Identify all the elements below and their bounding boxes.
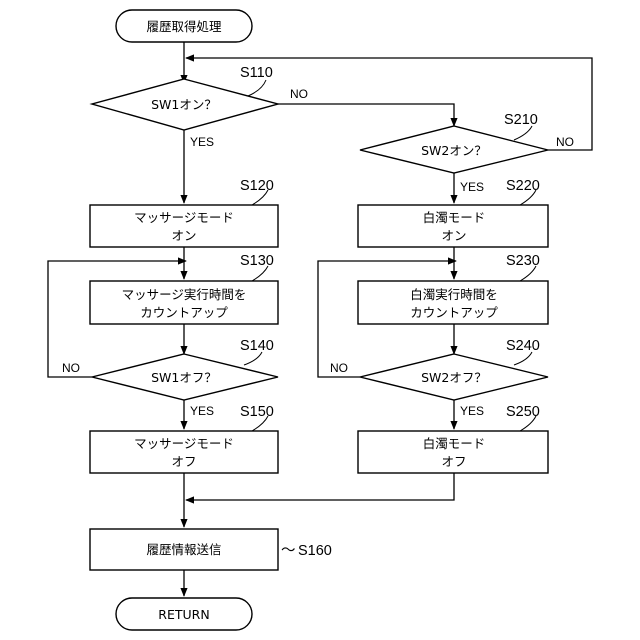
step-code-s220: S220 xyxy=(506,178,540,194)
decision-s240-label: SW2オフ？ xyxy=(421,370,487,385)
process-s220-line1: 白濁モード xyxy=(423,210,486,225)
decision-s140-label: SW1オフ？ xyxy=(151,370,217,385)
s110-no-label: NO xyxy=(290,87,308,101)
s110-leader xyxy=(248,80,266,96)
process-s130-line1: マッサージ実行時間を xyxy=(122,287,247,302)
s210-no-label: NO xyxy=(556,135,574,149)
decision-s210-label: SW2オン？ xyxy=(421,143,487,158)
process-s120-line1: マッサージモード xyxy=(134,210,234,225)
step-code-s160: S160 xyxy=(298,543,332,559)
process-s230-line2: カウントアップ xyxy=(410,305,498,320)
process-s160-label: 履歴情報送信 xyxy=(146,542,221,557)
process-s250: 白濁モード オフ xyxy=(358,431,548,473)
step-code-s230: S230 xyxy=(506,253,540,269)
s240-no-label: NO xyxy=(330,361,348,375)
flow-s250-to-merge xyxy=(186,473,454,500)
end-terminal-label: RETURN xyxy=(158,607,209,622)
decision-s110-label: SW1オン？ xyxy=(151,97,217,112)
process-s160: 履歴情報送信 xyxy=(90,529,278,570)
step-code-s140: S140 xyxy=(240,338,274,354)
step-code-s240: S240 xyxy=(506,338,540,354)
step-code-s210: S210 xyxy=(504,112,538,128)
end-terminal: RETURN xyxy=(116,598,252,630)
s140-yes-label: YES xyxy=(190,404,214,418)
process-s250-line2: オフ xyxy=(441,454,466,469)
process-s130-line2: カウントアップ xyxy=(140,305,228,320)
process-s150-line2: オフ xyxy=(171,454,196,469)
process-s220-line2: オン xyxy=(441,228,466,243)
flow-s110-no-to-s210 xyxy=(278,104,454,126)
s210-yes-label: YES xyxy=(460,180,484,194)
step-code-s130: S130 xyxy=(240,253,274,269)
decision-s110: SW1オン？ xyxy=(92,79,278,130)
start-terminal: 履歴取得処理 xyxy=(116,10,252,42)
process-s250-line1: 白濁モード xyxy=(423,436,486,451)
process-s220: 白濁モード オン xyxy=(358,205,548,247)
step-code-s150: S150 xyxy=(240,404,274,420)
process-s230-line1: 白濁実行時間を xyxy=(410,287,498,302)
process-s130: マッサージ実行時間を カウントアップ xyxy=(90,281,278,324)
s160-leader-tilde: ～ xyxy=(281,543,296,559)
decision-s210: SW2オン？ xyxy=(360,126,548,173)
step-code-s250: S250 xyxy=(506,404,540,420)
start-terminal-label: 履歴取得処理 xyxy=(146,19,222,34)
s140-no-label: NO xyxy=(62,361,80,375)
decision-s240: SW2オフ？ xyxy=(360,354,548,400)
process-s150-line1: マッサージモード xyxy=(134,436,234,451)
decision-s140: SW1オフ？ xyxy=(92,354,278,400)
s110-yes-label: YES xyxy=(190,135,214,149)
process-s150: マッサージモード オフ xyxy=(90,431,278,473)
step-code-s110: S110 xyxy=(240,65,273,81)
process-s230: 白濁実行時間を カウントアップ xyxy=(358,281,548,324)
process-s120-line2: オン xyxy=(171,228,196,243)
s240-yes-label: YES xyxy=(460,404,484,418)
s210-leader xyxy=(514,126,532,140)
process-s120: マッサージモード オン xyxy=(90,205,278,247)
step-code-s120: S120 xyxy=(240,178,274,194)
